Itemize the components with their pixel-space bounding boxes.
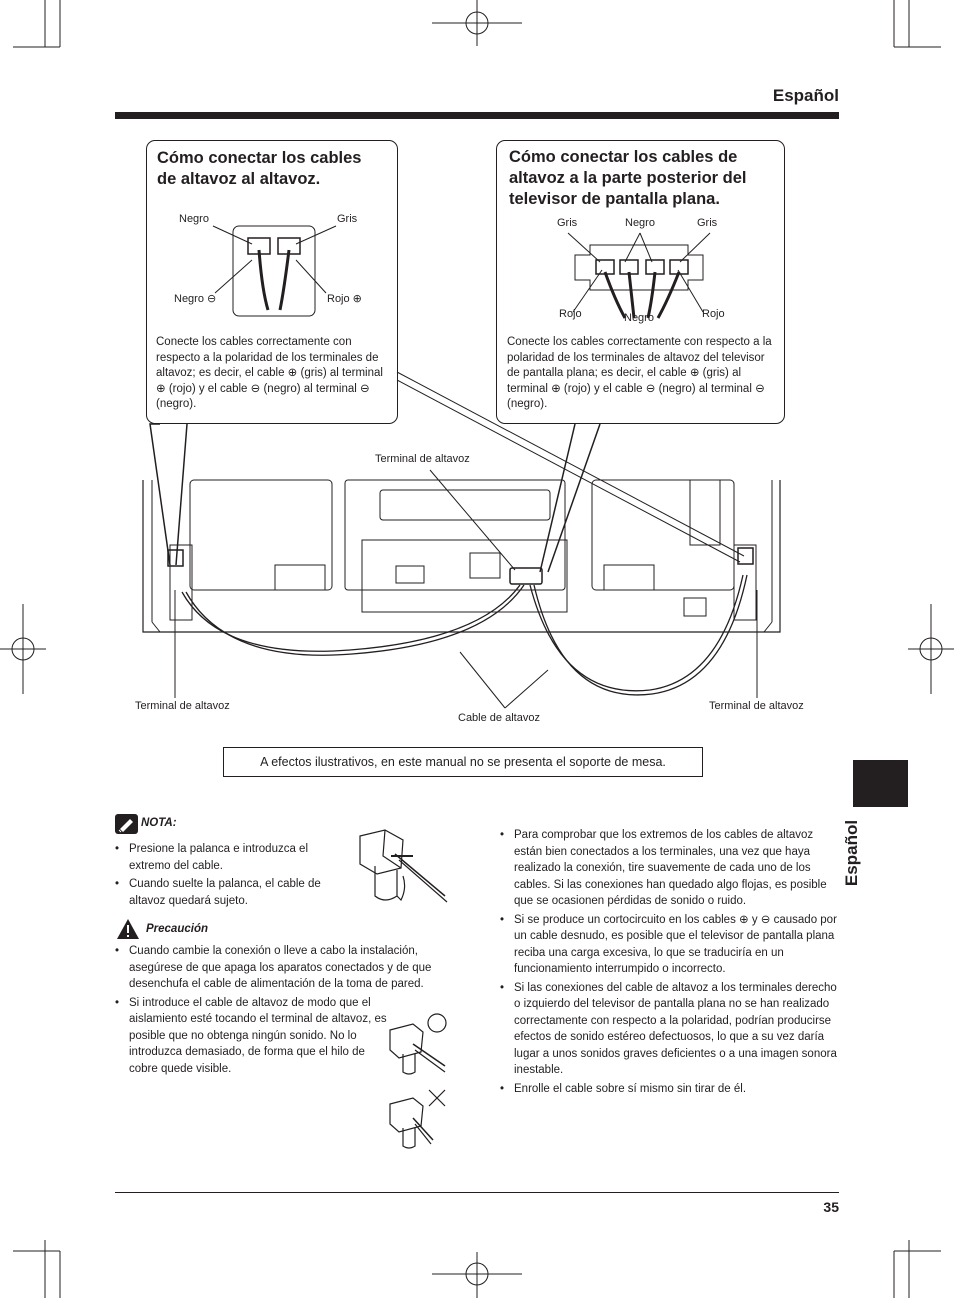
precaucion-list: Cuando cambie la conexión o lleve a cabo…: [115, 943, 450, 1079]
tips-list: Para comprobar que los extremos de los c…: [500, 827, 840, 1099]
callout-body-tv: Conecte los cables correctamente con res…: [507, 336, 772, 410]
callout-box-speaker: Cómo conectar los cables de altavoz al a…: [146, 140, 398, 424]
label-terminal-right: Terminal de altavoz: [709, 700, 804, 712]
language-header: Español: [772, 86, 839, 105]
tips-item: Para comprobar que los extremos de los c…: [500, 827, 840, 910]
lever-illustration: [359, 829, 448, 903]
precaucion-heading: Precaución: [146, 923, 208, 935]
label-negro-bottom: Negro: [624, 312, 654, 324]
tips-item: Enrolle el cable sobre sí mismo sin tira…: [500, 1081, 840, 1098]
label-rojo-right: Rojo: [702, 308, 725, 320]
label-gris-top: Gris: [337, 213, 358, 225]
nota-item: Cuando suelte la palanca, el cable de al…: [115, 876, 345, 909]
label-negro-minus: Negro ⊖: [174, 293, 217, 305]
nota-heading: NOTA:: [141, 817, 177, 829]
callout-body-speaker: Conecte los cables correctamente con res…: [156, 336, 383, 410]
callout-title-tv: Cómo conectar los cables de altavoz a la…: [509, 148, 747, 208]
label-terminal-top: Terminal de altavoz: [375, 453, 470, 465]
label-terminal-left: Terminal de altavoz: [135, 700, 230, 712]
label-cable: Cable de altavoz: [458, 712, 540, 724]
side-tab-label: Español: [842, 819, 861, 887]
warning-icon: [117, 919, 139, 939]
label-rojo-plus: Rojo ⊕: [327, 293, 362, 305]
header-rule: [115, 112, 839, 119]
callout-box-tv: Cómo conectar los cables de altavoz a la…: [496, 140, 785, 424]
wire-insertion-illustration: [389, 1013, 447, 1149]
illustration-caption: A efectos ilustrativos, en este manual n…: [223, 747, 703, 777]
precaucion-item: Cuando cambie la conexión o lleve a cabo…: [115, 943, 450, 993]
tips-item: Si se produce un cortocircuito en los ca…: [500, 912, 840, 978]
side-tab-block: [853, 760, 908, 807]
tips-item: Si las conexiones del cable de altavoz a…: [500, 980, 840, 1079]
label-gris-left: Gris: [557, 217, 578, 229]
label-negro-top: Negro: [179, 213, 209, 225]
label-rojo-left: Rojo: [559, 308, 582, 320]
nota-list: Presione la palanca e introduzca el extr…: [115, 841, 345, 911]
callout-title-speaker: Cómo conectar los cables de altavoz al a…: [157, 149, 362, 188]
nota-item: Presione la palanca e introduzca el extr…: [115, 841, 345, 874]
page-number: 35: [823, 1199, 839, 1215]
label-gris-right: Gris: [697, 217, 718, 229]
footer-rule: [115, 1192, 839, 1193]
nota-icon: [115, 814, 138, 834]
label-negro-top-tv: Negro: [625, 217, 655, 229]
connection-diagram: [142, 225, 781, 709]
precaucion-item: Si introduce el cable de altavoz de modo…: [115, 995, 391, 1078]
